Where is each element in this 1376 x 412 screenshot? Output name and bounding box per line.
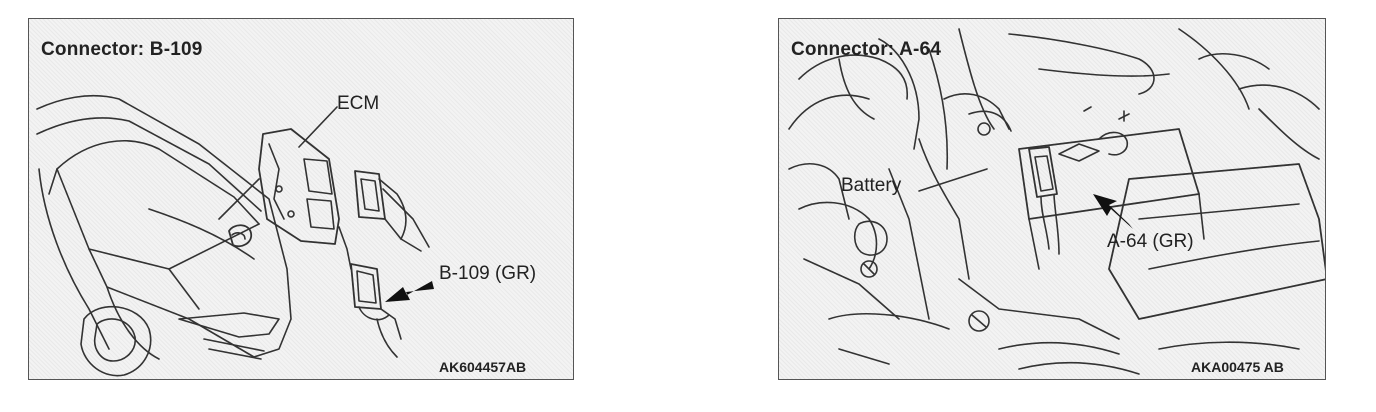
engine-bay-illustration [788, 28, 1325, 375]
connector-title: Connector: B-109 [41, 39, 203, 60]
figure-code: AK604457AB [439, 359, 527, 375]
ecm-label: ECM [337, 93, 380, 114]
connector-a64-panel: Connector: A-64 Battery A-64 (GR) AKA004… [778, 18, 1326, 380]
connector-a64-label: A-64 (GR) [1107, 231, 1194, 252]
battery-label: Battery [841, 175, 902, 196]
connector-title: Connector: A-64 [791, 39, 942, 60]
connector-b109-label: B-109 (GR) [439, 263, 537, 284]
figure-code: AKA00475 AB [1191, 359, 1284, 375]
connector-b109-panel: Connector: B-109 ECM B-109 (GR) AK604457… [28, 18, 574, 380]
car-ecm-illustration [36, 94, 434, 377]
